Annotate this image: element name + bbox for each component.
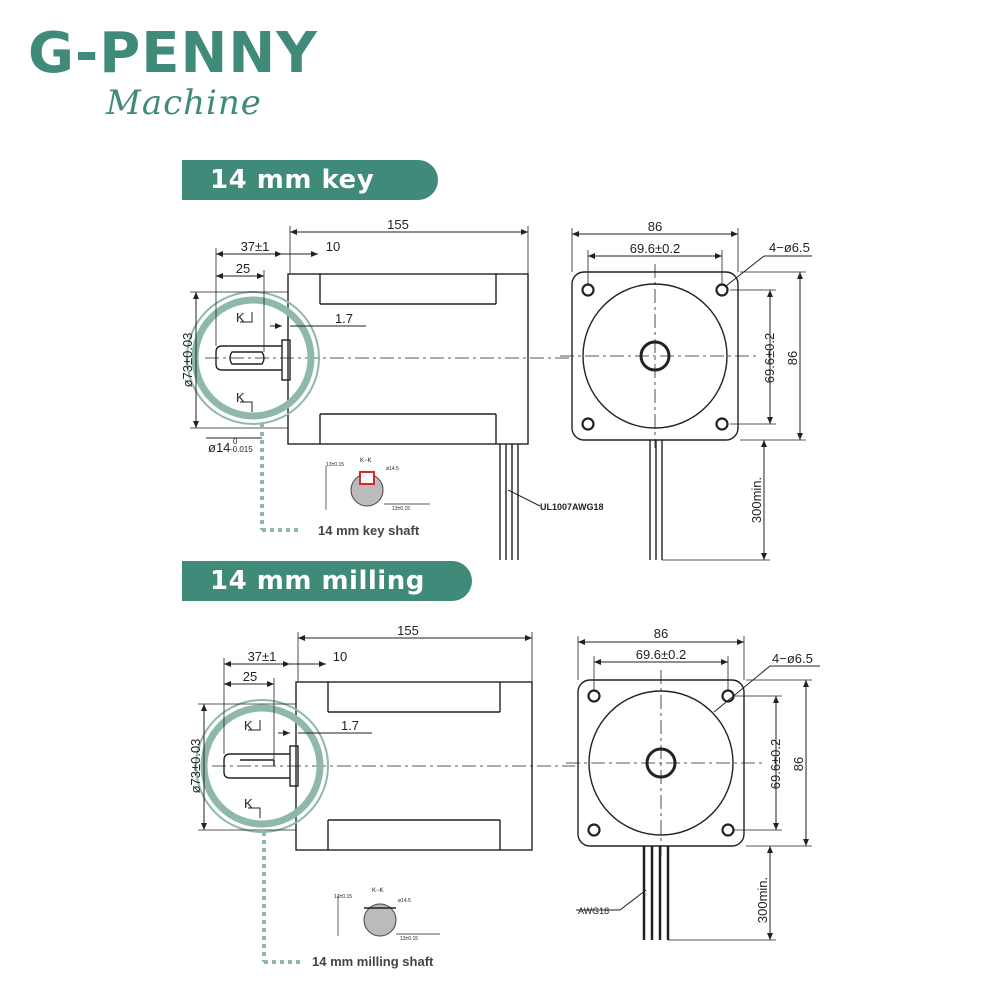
dim-label: 155 [387,217,409,232]
section-mark-label: K [244,718,253,733]
dim-label: 1.7 [335,311,353,326]
boss-outline [281,339,291,381]
side-view-milling-shaft [195,632,575,851]
wire-label: AWG18 [578,906,609,916]
section-mark-k [240,401,253,412]
detail-leader [262,832,300,964]
mount-hole [581,417,595,431]
key-marker [359,471,375,485]
detail-leader [260,424,300,532]
dim-label: 37±1 [241,239,270,254]
side-view-key-shaft [186,226,570,560]
dim-label: 86 [654,626,668,641]
detail-text: 13±0.15 [400,936,418,942]
dim-label: 4−ø6.5 [769,240,810,255]
dim-label: ø73±0.03 [188,739,203,794]
mount-hole [581,283,595,297]
brand-logo: G-PENNY Machine [28,21,368,123]
wire-label: UL1007AWG18 [540,502,604,512]
front-view-key-shaft [560,228,812,561]
wire-leader [507,489,541,507]
mount-hole [715,417,729,431]
section-mark-k [240,312,253,323]
detail-caption: 14 mm key shaft [318,523,420,538]
front-view-milling-shaft [566,636,820,941]
dim-label: 86 [791,757,806,771]
section-banner-key-shaft: 14 mm key shaft [182,160,438,235]
dim-label: 69.6±0.2 [762,333,777,384]
motor-body-outline [287,273,529,445]
detail-text: 13±0.15 [326,462,344,468]
brand-tagline: Machine [106,83,262,123]
dim-label: 25 [243,669,257,684]
section-mark-label: K [236,310,245,325]
dim-label: ø14 [208,440,230,455]
dim-label: 10 [333,649,347,664]
dim-label: 69.6±0.2 [768,739,783,790]
dim-label: 4−ø6.5 [772,651,813,666]
section-banner-milling-shaft: 14 mm milling shaft [182,561,472,636]
dim-label: 300min. [749,477,764,523]
dim-label: 10 [326,239,340,254]
dim-label: 86 [785,351,800,365]
dim-label: 300min. [755,877,770,923]
brand-name: G-PENNY [28,21,318,86]
mount-hole [715,283,729,297]
dim-label: -0.015 [230,445,253,454]
dim-label: 37±1 [248,649,277,664]
section-detail-key [325,466,430,510]
dim-label: ø73±0.03 [180,333,195,388]
dim-label: 155 [397,623,419,638]
detail-caption: 14 mm milling shaft [312,954,434,969]
dim-label: 69.6±0.2 [636,647,687,662]
detail-text: ø14.5 [386,466,399,472]
section-mark-label: K [244,796,253,811]
detail-text: ø14.5 [398,898,411,904]
detail-text: K−K [372,888,384,894]
dim-label: 86 [648,219,662,234]
detail-text: 13±0.15 [334,894,352,900]
detail-text: K−K [360,458,372,464]
shaft-key-outline [229,351,265,365]
dimension-labels: 155 37±1 10 25 1.7 ø73±0.03 ø14 0 -0.015… [180,217,813,969]
section-detail-milling [337,896,440,937]
dim-label: 1.7 [341,718,359,733]
section-mark-label: K [236,390,245,405]
dim-label: 25 [236,261,250,276]
dim-label: 69.6±0.2 [630,241,681,256]
detail-text: 13±0.15 [392,506,410,512]
dim-label: 0 [233,437,238,446]
